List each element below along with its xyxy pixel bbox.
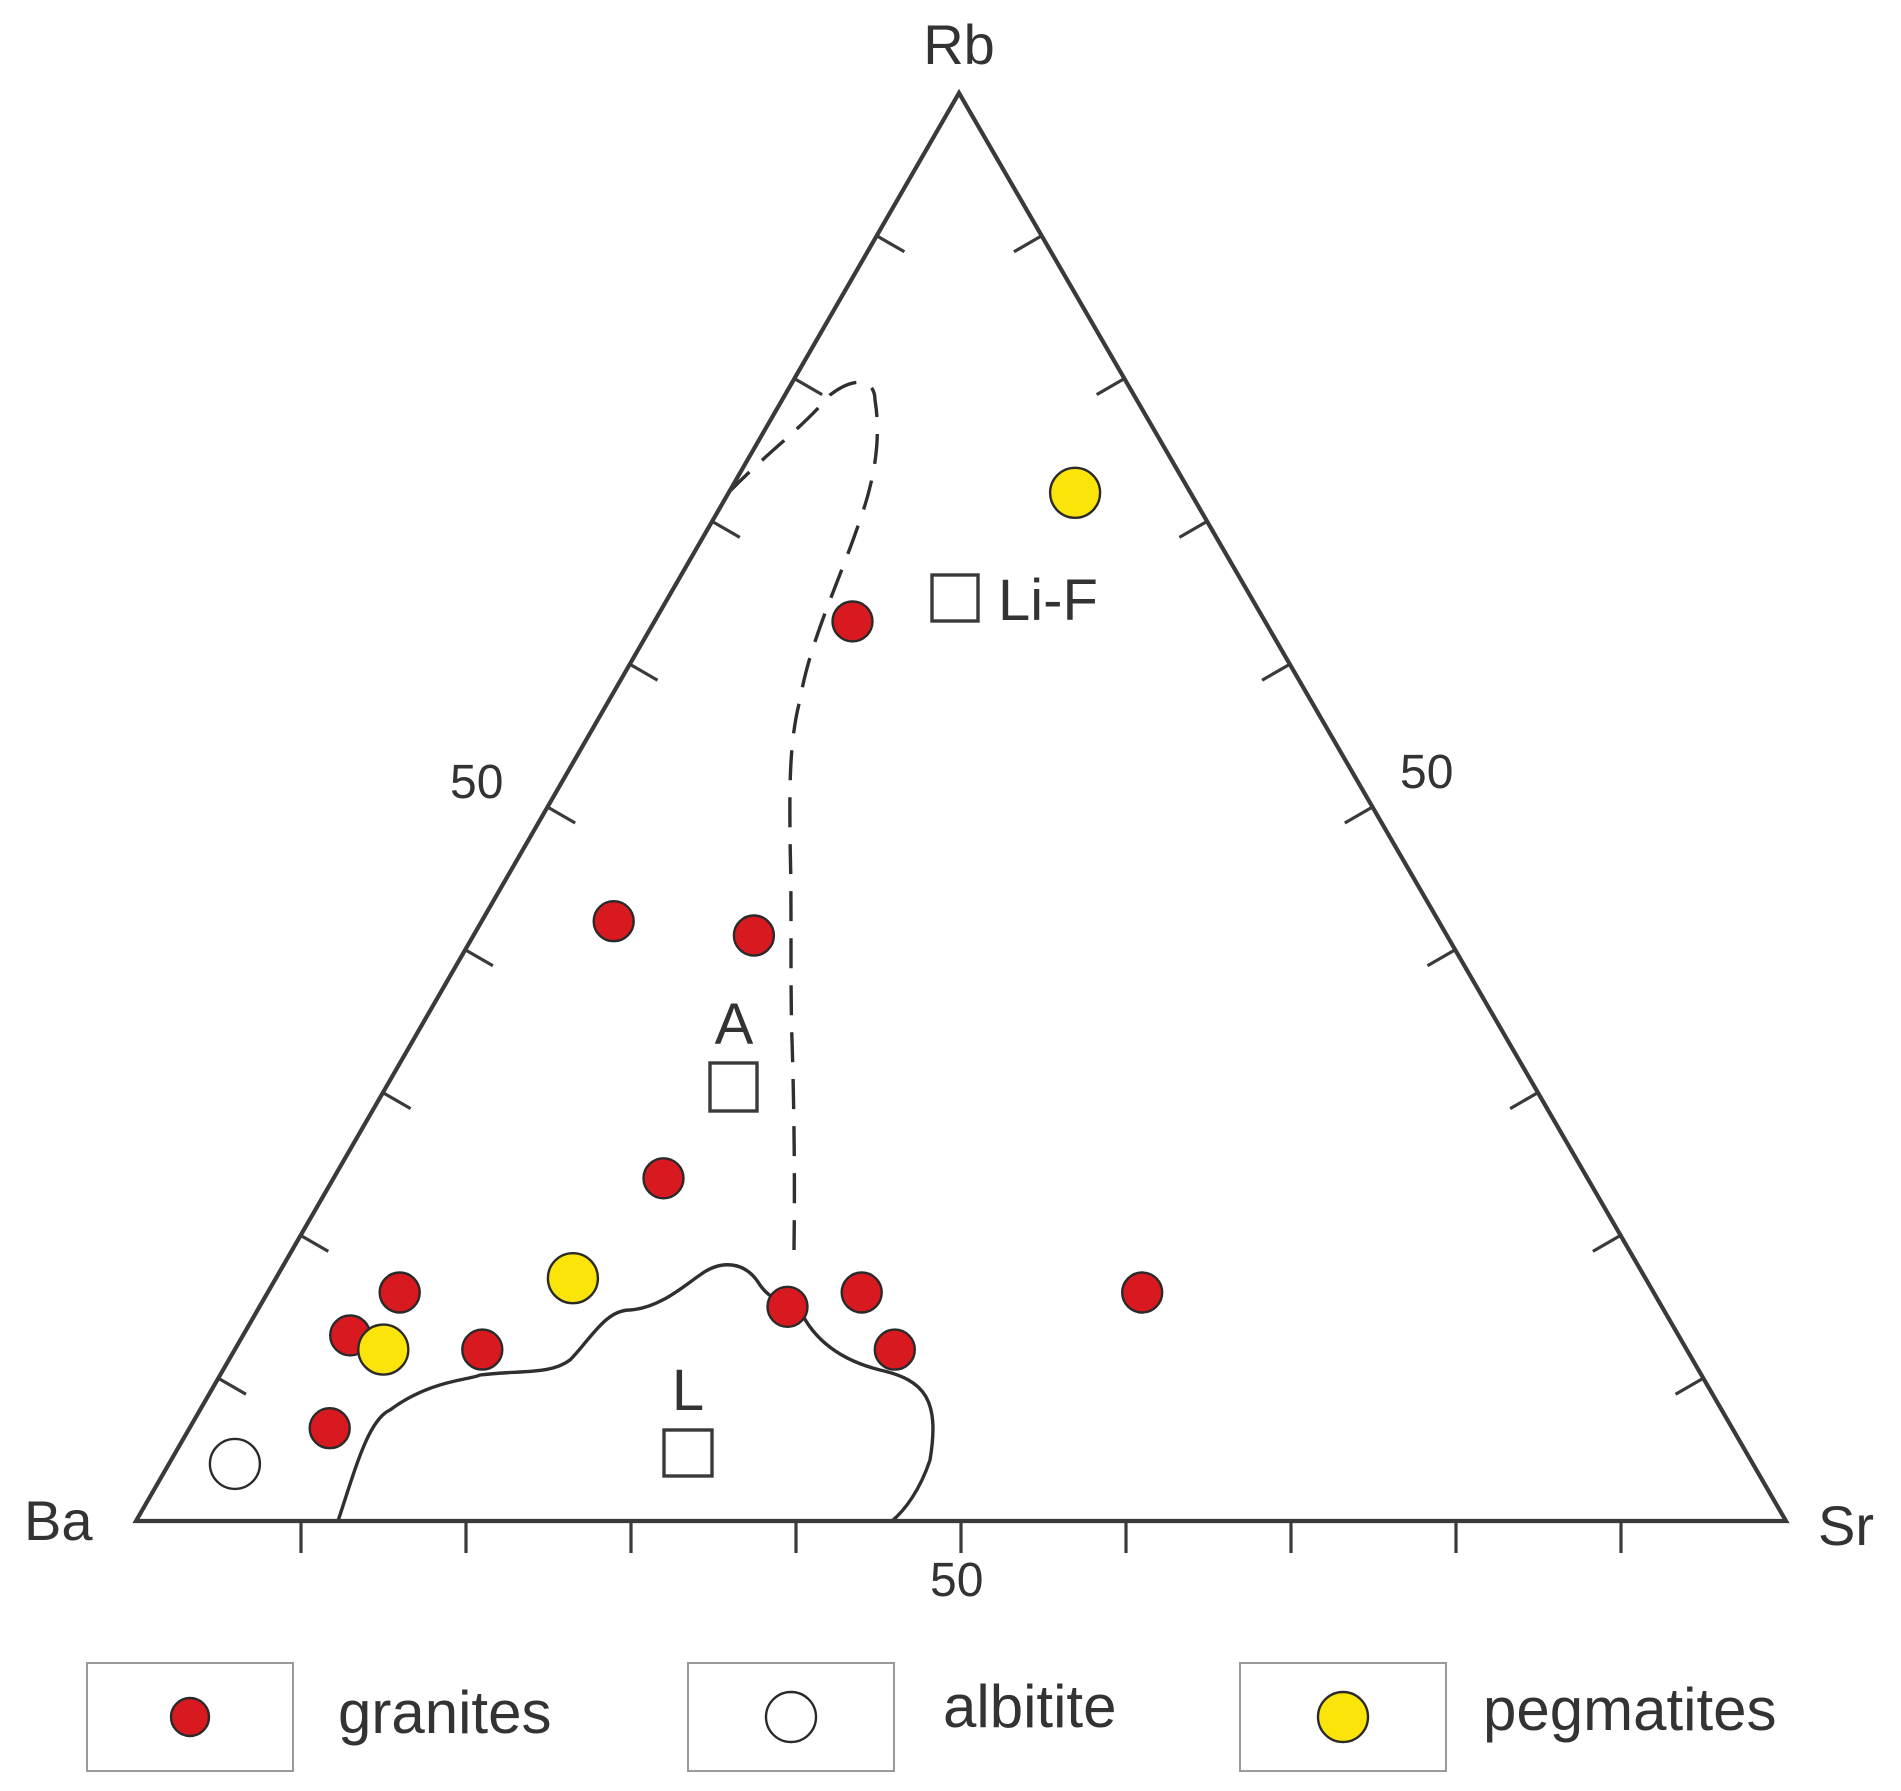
granites-point-3 (732, 914, 776, 957)
granites-point-8 (766, 1285, 809, 1329)
legend-symbol-granites (169, 1696, 211, 1738)
legend: granites albitite pegmatites (86, 1662, 1777, 1772)
pegmatites-point-3 (357, 1323, 410, 1376)
pegmatites-point-2 (546, 1251, 600, 1305)
granites-point-1 (831, 600, 874, 643)
li-f-field-boundary-dashed (726, 380, 880, 1251)
tick-left-60 (628, 662, 659, 682)
triangle-frame (132, 88, 1790, 1524)
tick-right-40 (1261, 662, 1291, 682)
granites-point-5 (378, 1271, 421, 1314)
tick-left-40 (464, 948, 494, 968)
li-f-label: Li-F (998, 568, 1098, 633)
albitite-point-1 (208, 1437, 262, 1491)
vertex-label-left: Ba (24, 1489, 93, 1552)
tick-right-60 (1426, 948, 1456, 968)
l-marker (662, 1428, 714, 1478)
vertex-label-top: Rb (923, 13, 995, 76)
legend-label-pegmatites: pegmatites (1483, 1676, 1777, 1743)
chart-labels: Rb Ba Sr 50 50 50 (24, 13, 1874, 1607)
tick-left-20 (299, 1234, 330, 1253)
l-label: L (672, 1358, 704, 1423)
ternary-triangle (132, 88, 1790, 1524)
tick-right-10 (1013, 234, 1043, 254)
tick-right-80 (1592, 1234, 1622, 1253)
tick-left-80 (793, 377, 823, 396)
a-marker (708, 1061, 759, 1113)
tick-left-90 (875, 234, 906, 254)
granites-point-10 (873, 1328, 916, 1371)
tick-right-70 (1509, 1091, 1539, 1110)
field-boundaries (336, 380, 935, 1523)
granites-point-7 (461, 1328, 504, 1371)
vertex-label-right: Sr (1818, 1494, 1874, 1557)
field-markers: Li-F A L (662, 568, 1098, 1478)
pegmatites-point-1 (1048, 466, 1102, 519)
a-label: A (715, 992, 754, 1057)
granites-point-2 (592, 900, 635, 943)
legend-label-granites: granites (338, 1679, 551, 1746)
tick-label-right: 50 (1400, 746, 1453, 799)
tick-right-90 (1674, 1376, 1705, 1396)
tick-left-70 (711, 520, 741, 539)
tick-left-10 (217, 1376, 247, 1396)
tick-label-bottom: 50 (930, 1554, 983, 1607)
data-points (208, 466, 1164, 1491)
tick-right-20 (1095, 377, 1126, 396)
a-l-field-boundary (336, 1263, 935, 1523)
tick-marks (217, 234, 1705, 1553)
tick-right-50 (1343, 805, 1374, 825)
legend-label-albitite: albitite (943, 1673, 1116, 1740)
granites-point-11 (1120, 1271, 1164, 1314)
tick-label-left: 50 (450, 756, 503, 809)
granites-point-9 (840, 1271, 883, 1314)
granites-point-12 (308, 1406, 351, 1450)
tick-left-30 (382, 1091, 412, 1110)
granites-point-4 (642, 1157, 685, 1200)
tick-right-30 (1178, 520, 1208, 539)
legend-symbol-pegmatites (1316, 1690, 1370, 1744)
li-f-marker (930, 573, 980, 623)
legend-symbol-albitite (764, 1690, 818, 1744)
tick-left-50 (546, 805, 577, 825)
